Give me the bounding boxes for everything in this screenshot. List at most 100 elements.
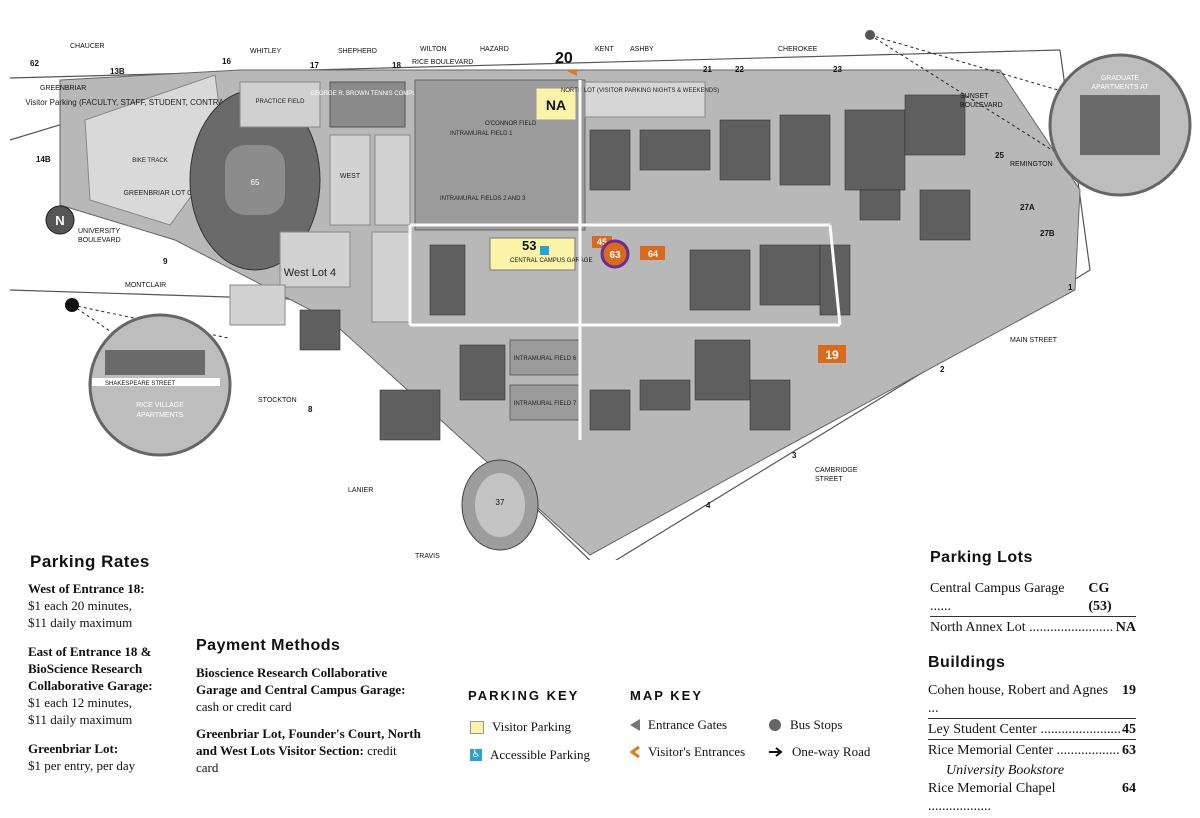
loop-road xyxy=(408,80,842,440)
svg-text:2: 2 xyxy=(940,365,945,374)
svg-text:53: 53 xyxy=(522,238,536,253)
visitor-entrance-icon xyxy=(630,746,640,758)
key-label: Bus Stops xyxy=(790,717,843,732)
svg-text:65: 65 xyxy=(251,178,260,187)
north-lot xyxy=(584,81,706,118)
west-lot-3 xyxy=(329,134,371,226)
svg-text:23: 23 xyxy=(833,65,842,74)
na-lot-label: NA xyxy=(546,97,566,113)
building-row: Rice Memorial Center ..................6… xyxy=(928,742,1136,760)
rate-line: $1 each 20 minutes, xyxy=(28,598,132,613)
svg-text:17: 17 xyxy=(310,61,319,70)
building-number: 45 xyxy=(1122,722,1136,737)
rate-heading: Greenbriar Lot: xyxy=(28,741,119,756)
svg-text:GREENBRIAR: GREENBRIAR xyxy=(40,85,86,92)
bus-stop-icon xyxy=(769,719,781,731)
parking-rates: West of Entrance 18: $1 each 20 minutes,… xyxy=(28,580,208,786)
rate-group-west: West of Entrance 18: $1 each 20 minutes,… xyxy=(28,580,208,631)
svg-text:SHEPHERD: SHEPHERD xyxy=(338,48,377,55)
building-19 xyxy=(818,345,846,363)
svg-text:9: 9 xyxy=(163,257,168,266)
rate-line: $1 per entry, per day xyxy=(28,758,136,773)
svg-text:CAMBRIDGE: CAMBRIDGE xyxy=(815,467,858,474)
one-way-arrow-icon xyxy=(769,747,783,757)
svg-text:ASHBY: ASHBY xyxy=(630,46,654,53)
key-label: Accessible Parking xyxy=(490,747,591,762)
svg-text:45: 45 xyxy=(597,237,607,247)
svg-text:PRACTICE FIELD: PRACTICE FIELD xyxy=(255,99,305,105)
svg-text:21: 21 xyxy=(703,65,712,74)
building-row: Rice Memorial Chapel .................. 6… xyxy=(928,780,1136,816)
svg-text:16: 16 xyxy=(222,57,231,66)
key-label: Visitor Parking xyxy=(492,719,572,734)
street-labels: CHAUCER WHITLEY SHEPHERD WILTON HAZARD K… xyxy=(40,43,1058,560)
building-sub: University Bookstore xyxy=(946,763,1065,778)
lot-code: NA xyxy=(1115,620,1136,635)
entrance-20-arrow xyxy=(565,70,577,76)
payment-methods-title: Payment Methods xyxy=(196,637,341,654)
payment-methods: Bioscience Research Collaborative Garage… xyxy=(196,664,421,786)
rate-line: $1 each 12 minutes, xyxy=(28,695,132,710)
key-label: Visitor's Entrances xyxy=(648,744,746,759)
central-campus-garage xyxy=(489,237,576,271)
buildings-list: Cohen house, Robert and Agnes ...19 Ley … xyxy=(928,682,1136,818)
svg-text:13B: 13B xyxy=(110,67,125,76)
rate-heading: West of Entrance 18: xyxy=(28,581,145,596)
svg-text:MONTCLAIR: MONTCLAIR xyxy=(125,282,166,289)
north-arrow-icon xyxy=(45,205,75,235)
building-name: Rice Memorial Center .................. xyxy=(928,743,1120,758)
svg-text:INTRAMURAL FIELD 1: INTRAMURAL FIELD 1 xyxy=(450,131,513,137)
building-number: 64 xyxy=(1122,781,1136,796)
parking-lots-list: Central Campus Garage ...... CG (53) Nort… xyxy=(930,580,1136,639)
building-name: Ley Student Center .....................… xyxy=(928,722,1121,737)
building-row: Ley Student Center .....................… xyxy=(928,721,1136,740)
svg-text:HAZARD: HAZARD xyxy=(480,46,509,53)
visitor-parking-swatch xyxy=(470,720,484,734)
svg-text:RICE BOULEVARD: RICE BOULEVARD xyxy=(412,59,473,66)
west-lot-5 xyxy=(229,284,286,326)
svg-text:WHITLEY: WHITLEY xyxy=(250,48,281,55)
svg-text:WILTON: WILTON xyxy=(420,46,447,53)
svg-text:CENTRAL CAMPUS GARAGE: CENTRAL CAMPUS GARAGE xyxy=(510,258,592,264)
parking-lots-title: Parking Lots xyxy=(930,549,1033,566)
building-63-marker xyxy=(600,239,630,269)
svg-text:TRAVIS: TRAVIS xyxy=(415,553,440,560)
building-name: Rice Memorial Chapel .................. xyxy=(928,781,1056,814)
svg-text:18: 18 xyxy=(392,61,401,70)
svg-text:3: 3 xyxy=(792,451,797,460)
svg-text:REMINGTON: REMINGTON xyxy=(1010,161,1053,168)
svg-text:RICE VILLAGE: RICE VILLAGE xyxy=(136,402,184,409)
campus-map: Visitor Parking (FACULTY, STAFF, STUDENT… xyxy=(9,30,1192,560)
west-lot-4 xyxy=(279,231,351,288)
svg-text:CHAUCER: CHAUCER xyxy=(70,43,105,50)
svg-text:West Lot 4: West Lot 4 xyxy=(284,267,336,279)
svg-text:BOULEVARD: BOULEVARD xyxy=(78,237,121,244)
practice-field xyxy=(239,81,321,128)
lot-code: CG (53) xyxy=(1088,581,1112,614)
svg-text:LANIER: LANIER xyxy=(348,487,373,494)
rate-line: $11 daily maximum xyxy=(28,615,133,630)
svg-text:8: 8 xyxy=(308,405,313,414)
payment-group: Bioscience Research Collaborative Garage… xyxy=(196,664,421,715)
svg-text:STOCKTON: STOCKTON xyxy=(258,397,297,404)
key-one-way: One-way Road xyxy=(768,744,870,760)
svg-text:22: 22 xyxy=(735,65,744,74)
lot-row: North Annex Lot ........................… xyxy=(930,619,1136,637)
greenbriar-visitor-label: Visitor Parking (FACULTY, STAFF, STUDENT… xyxy=(25,98,275,107)
bike-track-label: BIKE TRACK xyxy=(132,158,168,164)
greenbriar-lot-label: GREENBRIAR LOT G xyxy=(123,190,192,197)
svg-text:APARTMENTS: APARTMENTS xyxy=(136,412,184,419)
entrance-gate-icon xyxy=(630,719,640,731)
rate-line: $11 daily maximum xyxy=(28,712,133,727)
key-visitor-parking: Visitor Parking xyxy=(470,719,571,735)
lot-name: Central Campus Garage ...... xyxy=(930,581,1065,614)
west-lot-1 xyxy=(371,231,411,323)
buildings-title: Buildings xyxy=(928,654,1006,671)
payment-group: Greenbriar Lot, Founder's Court, North a… xyxy=(196,725,421,776)
entrance-markers: 62 13B 14B 16 17 18 21 22 23 25 27A 27B … xyxy=(30,57,1073,510)
campus-buildings xyxy=(299,94,971,441)
svg-text:27A: 27A xyxy=(1020,203,1035,212)
building-number: 19 xyxy=(1122,683,1136,698)
svg-text:UNIVERSITY: UNIVERSITY xyxy=(78,228,120,235)
na-lot xyxy=(535,87,577,121)
